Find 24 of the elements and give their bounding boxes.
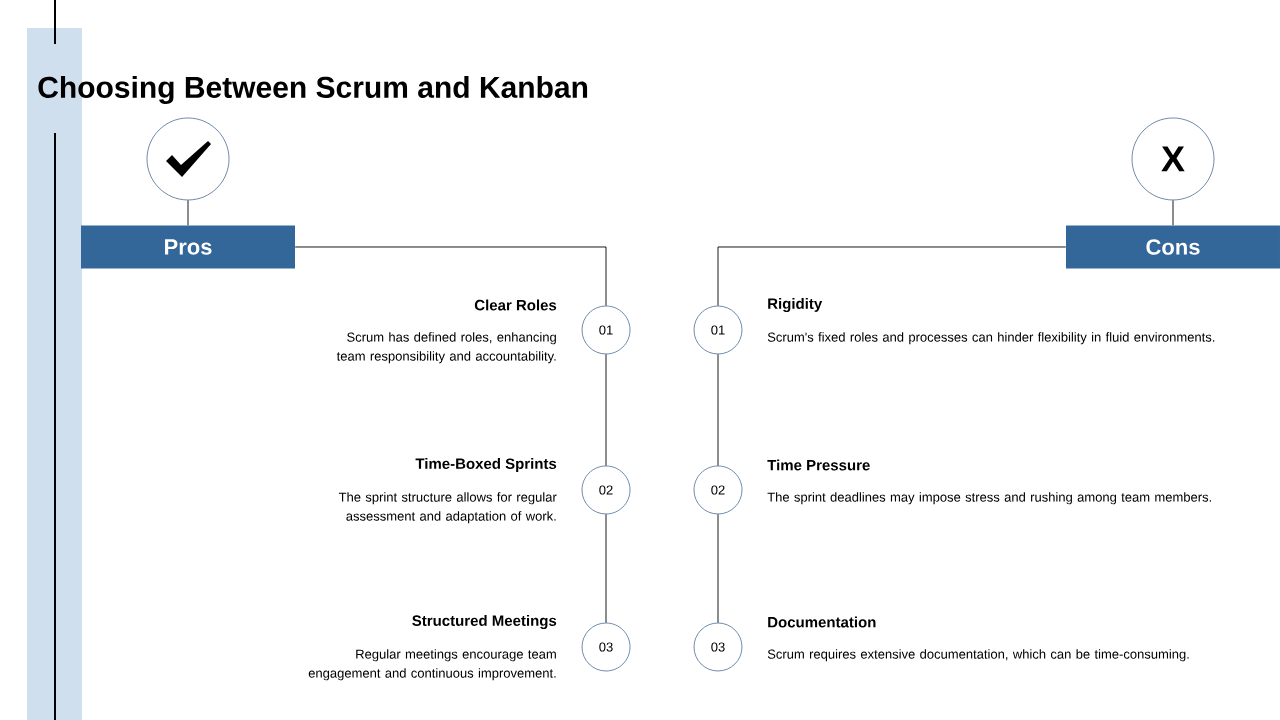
connector-line: [717, 353, 719, 467]
item-heading: Time-Boxed Sprints: [415, 458, 557, 472]
connector-line: [717, 513, 719, 624]
item-description: Scrum requires extensive documentation, which can be time-consuming.: [767, 649, 1189, 662]
connector-line: [717, 246, 1067, 307]
item-description: The sprint structure allows for regular assessment and adaptation of work.: [338, 492, 557, 524]
item-heading: Structured Meetings: [412, 614, 557, 629]
connector-line: [605, 513, 607, 624]
header-bar: Cons: [1066, 225, 1280, 269]
connector-line: [605, 353, 607, 467]
header-bar: Pros: [81, 225, 295, 269]
icon-circle: [146, 117, 230, 201]
item-heading: Documentation: [768, 616, 876, 628]
item-description: Scrum's fixed roles and processes can hinder flexibility in fluid environments.: [767, 332, 1215, 345]
item-description: The sprint deadlines may impose stress and rushing among team members.: [767, 492, 1211, 505]
connector-line: [294, 246, 607, 307]
item-heading: Rigidity: [768, 297, 823, 312]
item-heading: Clear Roles: [474, 299, 557, 311]
item-description: Regular meetings encourage team engagement and continuous improvement.: [308, 649, 556, 681]
connector-line: [1172, 199, 1174, 226]
connector-line: [187, 199, 189, 226]
item-description: Scrum has defined roles, enhancing team responsibility and accountability.: [336, 332, 556, 364]
title: Choosing Between Scrum and Kanban: [38, 75, 588, 105]
item-heading: Time Pressure: [767, 459, 870, 471]
